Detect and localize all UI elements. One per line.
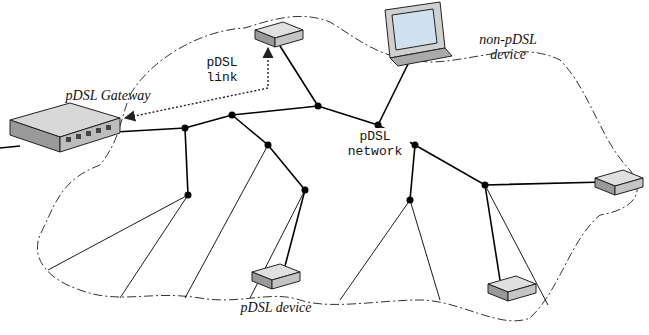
junction-dots xyxy=(182,103,489,204)
gateway-icon xyxy=(10,103,120,152)
branch-wires xyxy=(48,145,548,305)
label-text: pDSL network xyxy=(340,128,410,160)
node-text: pDSL Gateway xyxy=(66,88,151,103)
node-text: non-pDSL device xyxy=(472,32,544,62)
device-label: pDSL device xyxy=(241,300,312,315)
device-label: pDSL Gateway xyxy=(66,88,151,103)
label-text: pDSL link xyxy=(198,54,246,86)
network-wires xyxy=(115,46,605,280)
device-label: non-pDSL device xyxy=(472,32,544,62)
network-label: pDSL link xyxy=(198,54,246,86)
network-boundary xyxy=(37,16,637,320)
device-icons xyxy=(252,22,643,301)
node-text: pDSL device xyxy=(241,300,312,315)
link-arrow xyxy=(125,48,268,118)
network-label: pDSL network xyxy=(340,128,410,160)
computer-icon xyxy=(385,2,452,66)
